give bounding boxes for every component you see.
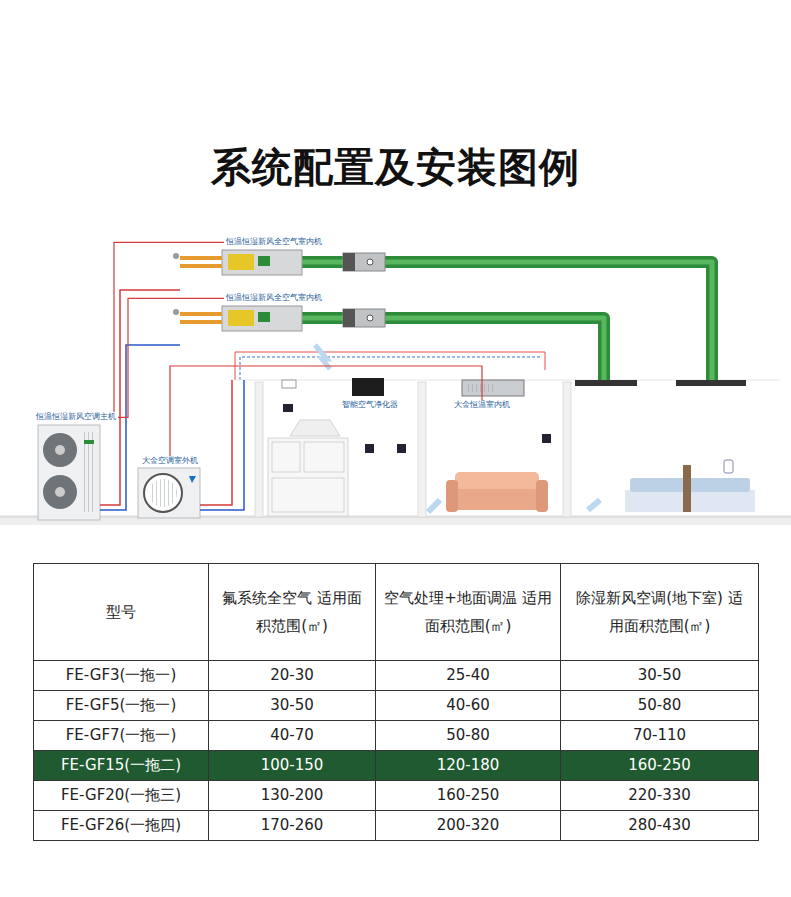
table-value: FE-GF7(一拖一) [66,721,177,750]
table-cell: FE-GF5(一拖一) [34,691,209,721]
table-cell: FE-GF15(一拖二) [34,751,209,781]
table-value: 160-250 [437,781,500,810]
unit-label-box: 大金空调室外机 [140,456,200,467]
table-cell: 40-60 [376,691,561,721]
table-cell: 200-320 [376,811,561,841]
page-title: 系统配置及安装图例 [0,140,791,195]
table-cell: 220-330 [561,781,759,811]
table-cell: FE-GF7(一拖一) [34,721,209,751]
table-value: FE-GF20(一拖三) [61,781,181,810]
table-cell: 除湿新风空调(地下室) 适用面积范围(㎡) [561,564,759,661]
refrigerant-pipe [118,298,224,417]
table-value: FE-GF15(一拖二) [61,751,181,780]
table-value: 40-60 [446,691,490,720]
unit-label: 大金恒温室内机 [454,400,510,409]
table-cell: 氟系统全空气 适用面积范围(㎡) [209,564,376,661]
table-cell: 120-180 [376,751,561,781]
table-cell: 30-50 [561,661,759,691]
table-cell: 空气处理+地面调温 适用面积范围(㎡) [376,564,561,661]
table-value: 40-70 [270,721,314,750]
table-value: FE-GF5(一拖一) [66,691,177,720]
unit-label-box: 恒温恒湿新风全空气室内机 [224,237,324,248]
table-value: 30-50 [638,661,682,690]
table-cell: 50-80 [376,721,561,751]
unit-label: 大金空调室外机 [142,456,198,465]
table-cell: 280-430 [561,811,759,841]
table-value: 120-180 [437,751,500,780]
table-cell: FE-GF20(一拖三) [34,781,209,811]
table-value: 50-80 [446,721,490,750]
table-value: 50-80 [638,691,682,720]
unit-label-box: 恒温恒湿新风全空气室内机 [224,293,324,304]
table-cell: 70-110 [561,721,759,751]
table-value: 280-430 [628,811,691,840]
table-cell: FE-GF26(一拖四) [34,811,209,841]
table-cell: 20-30 [209,661,376,691]
table-header: 氟系统全空气 适用面积范围(㎡) [217,584,367,641]
unit-label-box: 恒温恒湿新风空调主机 [34,412,118,423]
unit-label-box: 大金恒温室内机 [452,400,512,411]
table-header: 型号 [106,598,136,627]
table-cell: 30-50 [209,691,376,721]
table-cell: 160-250 [376,781,561,811]
table-value: 160-250 [628,751,691,780]
table-value: FE-GF3(一拖一) [66,661,177,690]
unit-label: 恒温恒湿新风全空气室内机 [226,237,322,246]
table-value: 20-30 [270,661,314,690]
table-value: 170-260 [261,811,324,840]
table-header: 除湿新风空调(地下室) 适用面积范围(㎡) [569,584,750,641]
table-cell: 160-250 [561,751,759,781]
table-value: 30-50 [270,691,314,720]
table-value: 130-200 [261,781,324,810]
table-cell: 50-80 [561,691,759,721]
table-value: 220-330 [628,781,691,810]
spec-table: 型号 氟系统全空气 适用面积范围(㎡) 空气处理+地面调温 适用面积范围(㎡) 除湿新… [33,563,759,841]
table-cell: 130-200 [209,781,376,811]
table-cell: 100-150 [209,751,376,781]
table-header: 空气处理+地面调温 适用面积范围(㎡) [384,584,552,641]
unit-label: 恒温恒湿新风全空气室内机 [226,293,322,302]
refrigerant-pipe [170,366,482,456]
table-cell: FE-GF3(一拖一) [34,661,209,691]
table-value: FE-GF26(一拖四) [61,811,181,840]
refrigerant-pipe [114,242,224,417]
table-value: 100-150 [261,751,324,780]
table-cell: 25-40 [376,661,561,691]
table-value: 200-320 [437,811,500,840]
unit-label: 恒温恒湿新风空调主机 [36,412,116,421]
table-cell: 40-70 [209,721,376,751]
table-cell: 型号 [34,564,209,661]
table-cell: 170-260 [209,811,376,841]
unit-label: 智能空气净化器 [342,400,398,409]
table-value: 25-40 [446,661,490,690]
unit-label-box: 智能空气净化器 [340,400,400,411]
table-value: 70-110 [633,721,686,750]
